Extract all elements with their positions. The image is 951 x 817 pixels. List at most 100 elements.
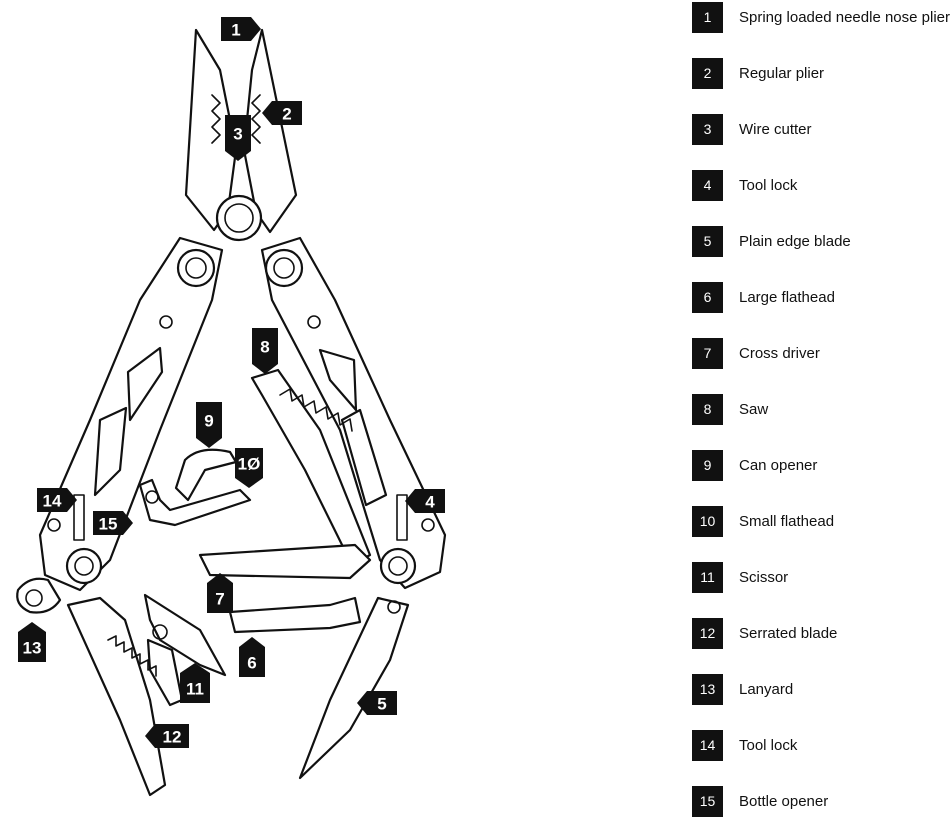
callout-tag-shape: [239, 637, 265, 677]
legend-item: 5 Plain edge blade: [692, 225, 851, 257]
callout-tag-number: 8: [260, 338, 269, 357]
callout-tag-number: 1: [231, 21, 240, 40]
callout-tag-number: 3: [233, 125, 242, 144]
lanyard-ring: [16, 577, 62, 614]
right-handle: [260, 236, 447, 590]
callout-tag: 2: [262, 101, 302, 125]
legend-item-label: Large flathead: [739, 288, 835, 306]
legend-item-label: Saw: [739, 400, 769, 418]
legend-item: 8 Saw: [692, 393, 768, 425]
legend-item: 7 Cross driver: [692, 337, 820, 369]
legend-item: 13 Lanyard: [692, 673, 793, 705]
callout-tag: 5: [357, 691, 397, 715]
legend-item-number: 6: [692, 281, 723, 313]
legend-item: 2 Regular plier: [692, 57, 824, 89]
callout-tag: 6: [239, 637, 265, 677]
callout-tag: 15: [93, 511, 133, 535]
legend-item-number: 2: [692, 57, 723, 89]
legend-item-number: 7: [692, 337, 723, 369]
legend: 1 Spring loaded needle nose plier 2 Regular…: [692, 0, 951, 817]
callout-tag-number: 2: [282, 105, 291, 124]
callout-tag-number: 9: [204, 412, 213, 431]
legend-item: 6 Large flathead: [692, 281, 835, 313]
legend-item-number: 1: [692, 1, 723, 33]
callout-tag: 4: [405, 489, 445, 513]
legend-item-label: Serrated blade: [739, 624, 838, 642]
left-handle: [38, 236, 224, 592]
callout-tag: 14: [37, 488, 77, 512]
legend-item: 1 Spring loaded needle nose plier: [692, 1, 950, 33]
callout-tag-shape: [207, 573, 233, 613]
legend-item: 10 Small flathead: [692, 505, 834, 537]
legend-item-number: 13: [692, 673, 723, 705]
legend-item-label: Regular plier: [739, 64, 825, 82]
plain-edge-blade: [298, 596, 410, 780]
callout-tag-number: 7: [215, 590, 224, 609]
legend-item-number: 12: [692, 617, 723, 649]
legend-item-number: 9: [692, 449, 723, 481]
callout-tag: 13: [18, 622, 46, 662]
legend-item-number: 15: [692, 785, 723, 817]
callout-tag-shape: [252, 328, 278, 374]
legend-item-label: Tool lock: [739, 736, 798, 754]
legend-item-number: 11: [692, 561, 723, 593]
legend-item-number: 14: [692, 729, 723, 761]
legend-item-label: Can opener: [739, 456, 818, 474]
callout-tag-number: 4: [425, 493, 435, 512]
callout-tag-shape: [357, 691, 397, 715]
callout-tag-shape: [37, 488, 77, 512]
callout-tag: 7: [207, 573, 233, 613]
legend-item: 3 Wire cutter: [692, 113, 812, 145]
legend-item-number: 5: [692, 225, 723, 257]
callout-tag-shape: [262, 101, 302, 125]
legend-item-number: 3: [692, 113, 723, 145]
callout-tag: 3: [225, 115, 251, 161]
callout-tag-number: 13: [23, 639, 42, 658]
plier-jaws: [184, 28, 298, 242]
callout-tag-number: 12: [163, 728, 182, 747]
callout-tag-shape: [93, 511, 133, 535]
legend-item: 9 Can opener: [692, 449, 817, 481]
callout-tag-number: 5: [377, 695, 386, 714]
callout-tag: 8: [252, 328, 278, 374]
legend-item-label: Spring loaded needle nose plier: [739, 8, 950, 26]
legend-item-label: Bottle opener: [739, 792, 829, 810]
callout-tag: 1: [221, 17, 261, 41]
callout-tag-shape: [18, 622, 46, 662]
callout-tag-shape: [235, 448, 263, 488]
legend-item: 12 Serrated blade: [692, 617, 837, 649]
legend-item-number: 10: [692, 505, 723, 537]
callout-tag: 9: [196, 402, 222, 448]
callout-tag-number: 15: [99, 515, 118, 534]
legend-item: 4 Tool lock: [692, 169, 797, 201]
legend-item: 15 Bottle opener: [692, 785, 828, 817]
legend-item-label: Tool lock: [739, 176, 798, 194]
callout-tag: 11: [180, 663, 210, 703]
callout-tag-number: 1Ø: [238, 455, 261, 474]
legend-item: 14 Tool lock: [692, 729, 797, 761]
small-tools: [138, 448, 372, 634]
legend-item-label: Plain edge blade: [739, 232, 851, 250]
legend-item-label: Scissor: [739, 568, 789, 586]
legend-item-label: Small flathead: [739, 512, 835, 530]
callout-tag-shape: [405, 489, 445, 513]
callout-tag: 1Ø: [235, 448, 263, 488]
callout-tag: 12: [145, 724, 189, 748]
legend-item-label: Wire cutter: [739, 120, 812, 138]
legend-item-number: 4: [692, 169, 723, 201]
legend-item: 11 Scissor: [692, 561, 788, 593]
callout-tag-shape: [180, 663, 210, 703]
legend-item-number: 8: [692, 393, 723, 425]
callout-tag-number: 14: [43, 492, 62, 511]
callout-tag-number: 11: [186, 680, 204, 699]
callout-tag-number: 6: [247, 654, 256, 673]
callout-tag-shape: [225, 115, 251, 161]
callout-tag-shape: [221, 17, 261, 41]
callout-tag-shape: [145, 724, 189, 748]
callout-tag-shape: [196, 402, 222, 448]
legend-item-label: Lanyard: [739, 680, 794, 698]
legend-item-label: Cross driver: [739, 344, 820, 362]
